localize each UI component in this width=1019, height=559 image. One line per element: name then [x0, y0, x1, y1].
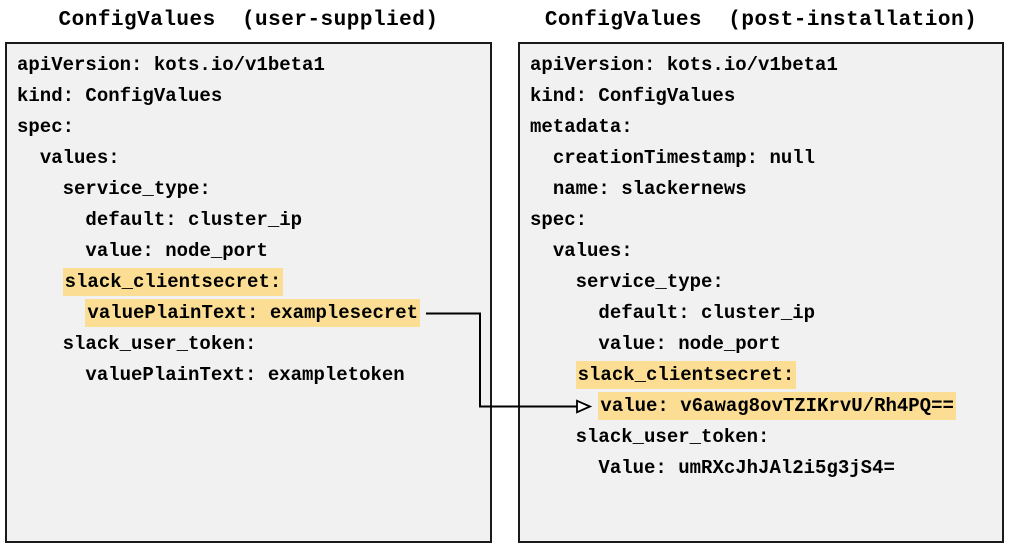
highlighted-yaml-text: valuePlainText: examplesecret [85, 299, 421, 327]
yaml-text: slack_user_token: [575, 426, 770, 448]
yaml-text: apiVersion: kots.io/v1beta1 [530, 54, 838, 76]
yaml-indent [17, 178, 63, 200]
yaml-text: default: cluster_ip [85, 209, 303, 231]
yaml-line: default: cluster_ip [530, 298, 1002, 329]
yaml-line: apiVersion: kots.io/v1beta1 [530, 50, 1002, 81]
config-values-post-installation-panel: apiVersion: kots.io/v1beta1 kind: ConfigV… [518, 42, 1004, 543]
yaml-line: valuePlainText: exampletoken [17, 360, 490, 391]
yaml-text: apiVersion: kots.io/v1beta1 [17, 54, 325, 76]
right-panel-title: ConfigValues (post-installation) [544, 9, 978, 32]
yaml-text: slack_user_token: [62, 333, 257, 355]
yaml-text: values: [39, 147, 120, 169]
yaml-line: value: node_port [17, 236, 490, 267]
yaml-indent [530, 364, 576, 386]
yaml-text: spec: [530, 209, 588, 231]
yaml-text: default: cluster_ip [598, 302, 816, 324]
yaml-line: name: slackernews [530, 174, 1002, 205]
config-values-user-supplied-panel: apiVersion: kots.io/v1beta1 kind: ConfigV… [5, 42, 492, 543]
yaml-indent [17, 147, 40, 169]
yaml-indent [17, 333, 63, 355]
yaml-line: spec: [530, 205, 1002, 236]
yaml-text: kind: ConfigValues [530, 85, 736, 107]
yaml-line: slack_user_token: [530, 422, 1002, 453]
yaml-indent [530, 240, 553, 262]
yaml-line: valuePlainText: examplesecret [17, 298, 490, 329]
yaml-text: Value: umRXcJhJAl2i5g3jS4= [598, 457, 895, 479]
yaml-text: spec: [17, 116, 75, 138]
yaml-line: slack_clientsecret: [530, 360, 1002, 391]
yaml-indent [530, 333, 598, 355]
yaml-text: service_type: [575, 271, 724, 293]
yaml-indent [17, 240, 85, 262]
yaml-indent [17, 271, 63, 293]
yaml-line: kind: ConfigValues [17, 81, 490, 112]
yaml-text: metadata: [530, 116, 633, 138]
yaml-line: service_type: [17, 174, 490, 205]
yaml-indent [530, 426, 576, 448]
yaml-text: service_type: [62, 178, 211, 200]
yaml-indent [17, 209, 85, 231]
yaml-line: Value: umRXcJhJAl2i5g3jS4= [530, 453, 1002, 484]
yaml-line: slack_clientsecret: [17, 267, 490, 298]
left-panel-title: ConfigValues (user-supplied) [58, 9, 439, 32]
yaml-indent [530, 395, 598, 417]
yaml-line: value: node_port [530, 329, 1002, 360]
yaml-line: default: cluster_ip [17, 205, 490, 236]
highlighted-yaml-text: slack_clientsecret: [575, 361, 797, 389]
yaml-indent [530, 457, 598, 479]
yaml-indent [17, 364, 85, 386]
yaml-indent [530, 147, 553, 169]
yaml-text: value: node_port [598, 333, 781, 355]
yaml-indent [530, 302, 598, 324]
yaml-line: creationTimestamp: null [530, 143, 1002, 174]
yaml-text: value: node_port [85, 240, 268, 262]
yaml-line: metadata: [530, 112, 1002, 143]
yaml-text: kind: ConfigValues [17, 85, 223, 107]
yaml-line: slack_user_token: [17, 329, 490, 360]
yaml-line: service_type: [530, 267, 1002, 298]
highlighted-yaml-text: slack_clientsecret: [62, 268, 284, 296]
yaml-text: values: [552, 240, 633, 262]
yaml-indent [530, 178, 553, 200]
highlighted-yaml-text: value: v6awag8ovTZIKrvU/Rh4PQ== [598, 392, 956, 420]
yaml-line: value: v6awag8ovTZIKrvU/Rh4PQ== [530, 391, 1002, 422]
yaml-text: name: slackernews [552, 178, 747, 200]
yaml-line: values: [17, 143, 490, 174]
yaml-line: spec: [17, 112, 490, 143]
yaml-line: values: [530, 236, 1002, 267]
yaml-text: valuePlainText: exampletoken [85, 364, 405, 386]
yaml-indent [530, 271, 576, 293]
yaml-line: kind: ConfigValues [530, 81, 1002, 112]
yaml-text: creationTimestamp: null [552, 147, 816, 169]
yaml-indent [17, 302, 85, 324]
yaml-line: apiVersion: kots.io/v1beta1 [17, 50, 490, 81]
